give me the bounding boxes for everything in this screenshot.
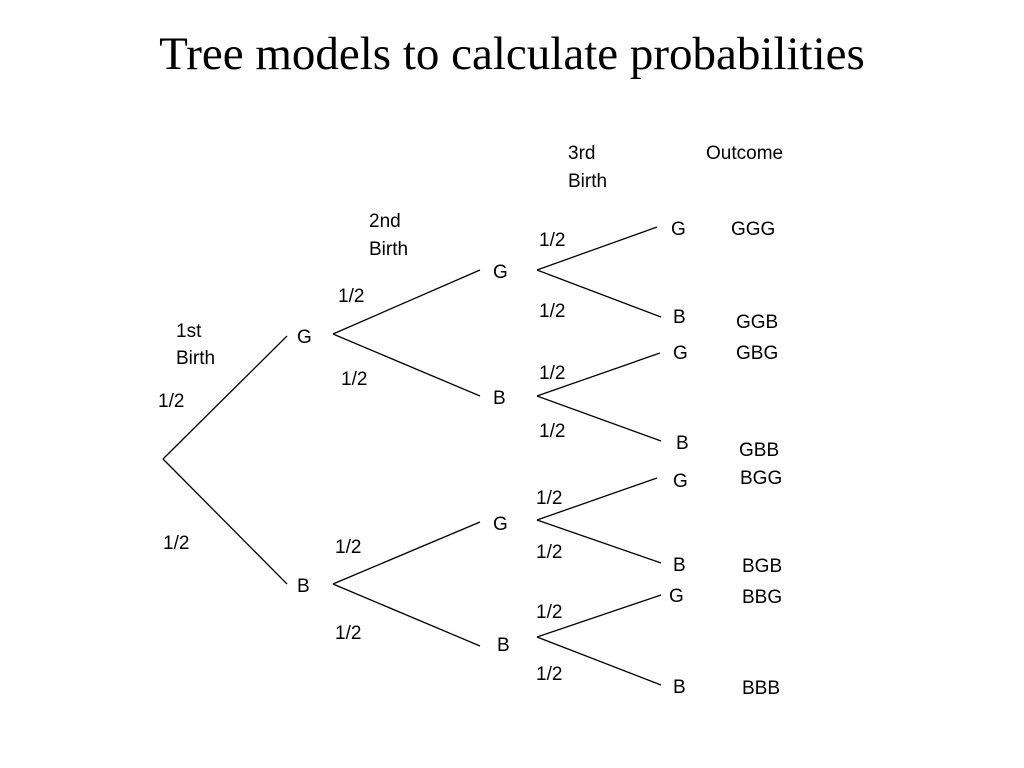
branch-gg-to-ggb xyxy=(536,269,662,318)
node-second-b-upper: B xyxy=(493,388,506,409)
node-second-g-upper: G xyxy=(493,262,508,283)
outcome-ggb: GGB xyxy=(736,312,778,333)
branch-b-to-bb xyxy=(332,583,481,647)
header-outcome: Outcome xyxy=(706,143,783,164)
branch-b-to-bg xyxy=(332,521,481,585)
outcome-bbb: BBB xyxy=(742,678,780,699)
node-third-bgg: G xyxy=(673,471,688,492)
prob-third-bgg: 1/2 xyxy=(536,488,562,509)
branch-gb-to-gbb xyxy=(536,395,662,442)
node-first-g: G xyxy=(297,327,312,348)
prob-second-gb: 1/2 xyxy=(341,369,367,390)
node-third-bbg: G xyxy=(669,586,684,607)
outcome-bgb: BGB xyxy=(742,556,782,577)
prob-third-gbg: 1/2 xyxy=(539,363,565,384)
node-first-b: B xyxy=(297,576,310,597)
node-second-g-lower: G xyxy=(493,514,508,535)
branch-bb-to-bbb xyxy=(536,636,662,686)
prob-second-bg: 1/2 xyxy=(335,537,361,558)
node-third-gbb: B xyxy=(676,433,689,454)
prob-third-bgb: 1/2 xyxy=(536,542,562,563)
node-third-gbg: G xyxy=(673,343,688,364)
branch-bg-to-bgb xyxy=(536,519,662,564)
branch-gb-to-gbg xyxy=(536,352,661,397)
slide-title: Tree models to calculate probabilities xyxy=(159,28,865,80)
prob-third-bbg: 1/2 xyxy=(536,602,562,623)
prob-first-b: 1/2 xyxy=(163,533,189,554)
prob-third-gbb: 1/2 xyxy=(539,421,565,442)
header-first-birth-line1: 1st xyxy=(176,321,202,342)
branch-bg-to-bgg xyxy=(536,477,658,521)
node-second-b-lower: B xyxy=(497,635,510,656)
prob-third-ggb: 1/2 xyxy=(539,301,565,322)
node-third-bbb: B xyxy=(673,677,686,698)
prob-third-ggg: 1/2 xyxy=(539,230,565,251)
node-third-ggb: B xyxy=(673,307,686,328)
prob-third-bbb: 1/2 xyxy=(536,664,562,685)
header-third-birth-line2: Birth xyxy=(568,171,607,192)
node-third-ggg: G xyxy=(671,219,686,240)
header-second-birth-line2: Birth xyxy=(369,239,408,260)
header-second-birth-line1: 2nd xyxy=(369,211,401,232)
branch-g-to-gb xyxy=(332,333,481,397)
outcome-bgg: BGG xyxy=(740,468,782,489)
branch-root-to-g xyxy=(162,335,288,460)
outcome-bbg: BBG xyxy=(742,587,782,608)
outcome-gbb: GBB xyxy=(739,440,779,461)
header-first-birth-line2: Birth xyxy=(176,348,215,369)
branch-g-to-gg xyxy=(332,269,481,335)
prob-second-bb: 1/2 xyxy=(335,623,361,644)
outcome-gbg: GBG xyxy=(736,343,778,364)
node-third-bgb: B xyxy=(673,555,686,576)
branch-bb-to-bbg xyxy=(536,594,662,638)
prob-first-g: 1/2 xyxy=(158,391,184,412)
outcome-ggg: GGG xyxy=(731,219,775,240)
header-third-birth-line1: 3rd xyxy=(568,143,595,164)
prob-second-gg: 1/2 xyxy=(338,286,364,307)
branch-root-to-b xyxy=(162,458,288,585)
branch-gg-to-ggg xyxy=(536,226,658,271)
